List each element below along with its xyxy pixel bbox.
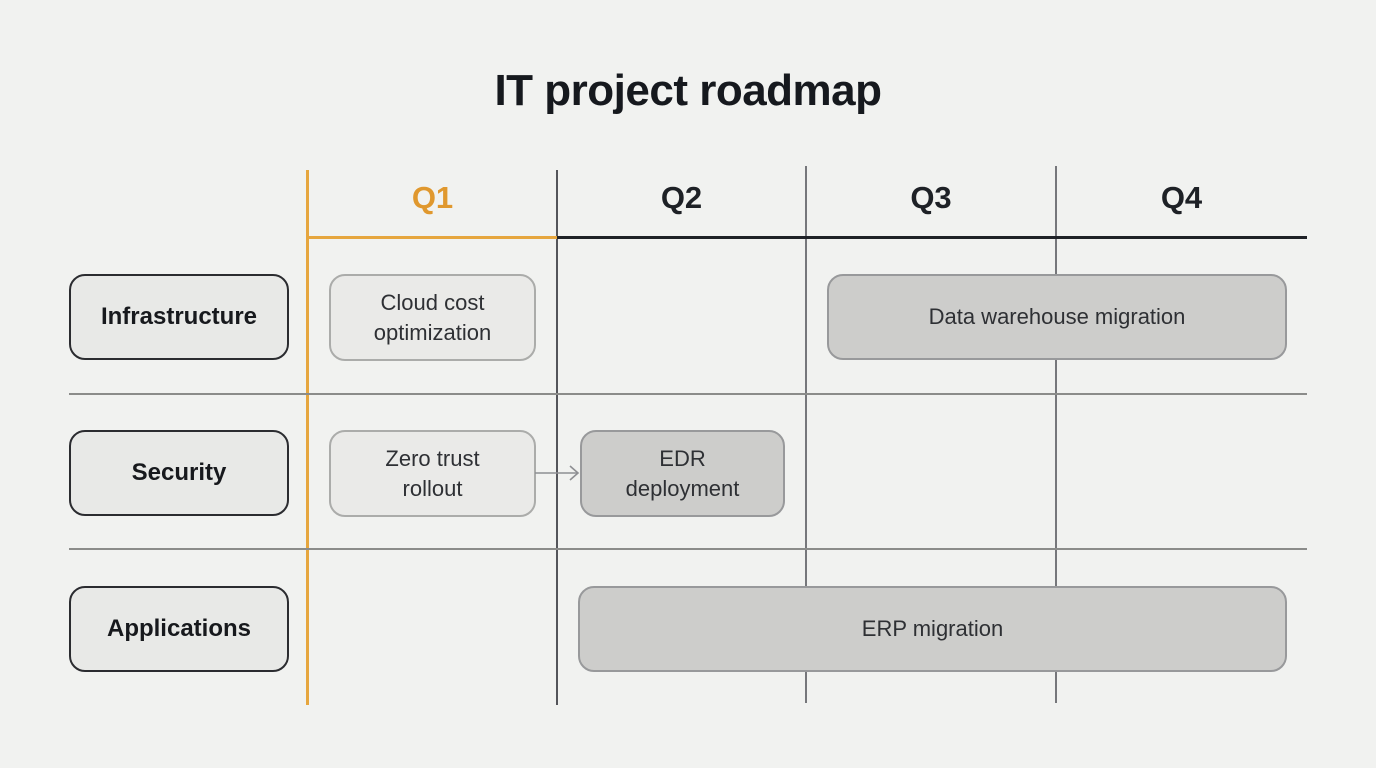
row-label-infrastructure: Infrastructure <box>69 274 289 360</box>
column-divider-q3-q4 <box>1055 166 1057 703</box>
column-divider-q1-q2 <box>556 170 558 705</box>
row-label-security: Security <box>69 430 289 516</box>
row-divider-security-applications <box>69 548 1307 550</box>
row-label-text: Applications <box>106 615 251 642</box>
task-erp-migration: ERP migration <box>578 586 1287 672</box>
header-underline <box>557 236 1307 239</box>
task-label: Zero trust rollout <box>385 446 480 501</box>
column-header-q1: Q1 <box>411 180 454 215</box>
row-divider-infrastructure-security <box>69 393 1307 395</box>
task-cloud-cost-optimization: Cloud cost optimization <box>329 274 536 361</box>
column-header-q2: Q2 <box>660 180 703 215</box>
task-label: Cloud cost optimization <box>373 290 492 345</box>
row-label-text: Infrastructure <box>100 303 258 330</box>
dependency-arrow-icon <box>535 465 580 481</box>
column-header-q3: Q3 <box>910 180 952 215</box>
page-title: IT project roadmap <box>494 66 882 115</box>
task-label: Data warehouse migration <box>928 304 1186 330</box>
task-edr-deployment: EDR deployment <box>580 430 785 517</box>
row-label-text: Security <box>131 459 227 486</box>
row-label-applications: Applications <box>69 586 289 672</box>
q1-accent-underline <box>306 236 557 239</box>
task-label: EDR deployment <box>625 446 740 501</box>
column-header-q4: Q4 <box>1160 180 1203 215</box>
task-label: ERP migration <box>861 616 1004 642</box>
q1-accent-vertical-line <box>306 170 309 705</box>
task-zero-trust-rollout: Zero trust rollout <box>329 430 536 517</box>
task-data-warehouse-migration: Data warehouse migration <box>827 274 1287 360</box>
column-divider-q2-q3 <box>805 166 807 703</box>
